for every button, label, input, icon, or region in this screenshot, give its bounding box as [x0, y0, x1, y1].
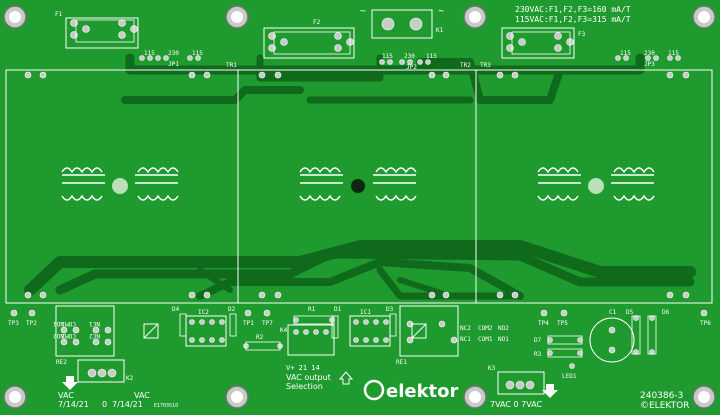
contact-nc1: NC1 [89, 320, 100, 327]
f2-outline [263, 27, 355, 59]
label-tp3: TP3 [8, 320, 19, 327]
contact-r-nc2: NC2 [460, 325, 471, 332]
label-tp6: TP6 [700, 320, 711, 327]
label-tp4: TP4 [538, 320, 549, 327]
label-jp2: JP2 [406, 64, 417, 71]
label-jp2-opt2: 230 [404, 53, 415, 60]
vac-center: 0 [102, 400, 107, 409]
label-jp2-opt1: 115 [382, 53, 393, 60]
up-arrow-icon [338, 371, 354, 385]
contact-r-com2: COM2 [478, 325, 493, 332]
contact-no2: NO2 [53, 332, 64, 339]
label-f1: F1 [55, 11, 63, 18]
label-k3: K3 [488, 365, 496, 372]
part-number: 240386-3 [640, 391, 683, 401]
elektor-logo-text: elektor [386, 381, 459, 402]
contact-com2: COM2 [61, 332, 76, 339]
k3-outline [497, 371, 545, 395]
f1-outline [65, 17, 139, 49]
output-title: VAC output [286, 373, 331, 382]
rating-230: 230VAC:F1,F2,F3=160 mA/T [515, 5, 631, 14]
solder-pads [10, 17, 708, 390]
serial-number: E1703510 [154, 403, 178, 409]
label-tp7: TP7 [262, 320, 273, 327]
label-tp1: TP1 [243, 320, 254, 327]
label-tr2: TR2 [460, 62, 471, 69]
copyright: ©ELEKTOR [640, 401, 689, 411]
label-d6: D6 [662, 309, 670, 316]
label-d3: D3 [386, 306, 394, 313]
label-c1: C1 [609, 309, 617, 316]
label-r3: R3 [534, 351, 542, 358]
elektor-logo-mark [363, 379, 385, 401]
label-led1: LED1 [562, 373, 577, 380]
contact-r-nc1: NC1 [460, 336, 471, 343]
label-r2: R2 [256, 334, 264, 341]
transformer-symbols [61, 167, 655, 201]
label-d7: D7 [534, 337, 542, 344]
label-jp1-opt1: 115 [144, 50, 155, 57]
label-tp5: TP5 [557, 320, 568, 327]
output-header-label: V+ 21 14 [286, 364, 320, 372]
label-jp1-opt2: 230 [168, 50, 179, 57]
contact-com1: COM1 [61, 320, 76, 327]
label-jp3-opt1: 115 [620, 50, 631, 57]
label-k4: K4 [280, 327, 288, 334]
f3-outline [501, 27, 575, 59]
label-jp3: JP3 [644, 61, 655, 68]
tilde-right: ~ [438, 6, 444, 17]
mounting-holes [3, 5, 716, 409]
label-jp1: JP1 [168, 61, 179, 68]
vac-right: VAC [134, 391, 150, 400]
c1-outline [589, 317, 635, 363]
label-d4: D4 [172, 306, 180, 313]
label-ic2: IC2 [198, 309, 209, 316]
rating-115: 115VAC:F1,F2,F3=315 mA/T [515, 15, 631, 24]
label-tp2: TP2 [26, 320, 37, 327]
label-r1: R1 [308, 306, 316, 313]
vac-left-values: 7/14/21 [58, 400, 89, 409]
relay-symbols [143, 323, 427, 339]
elektor-logo: elektor [363, 379, 459, 402]
contact-r-com1: COM1 [478, 336, 493, 343]
vac-right-values: 7/14/21 [112, 400, 143, 409]
silkscreen-outlines [5, 9, 713, 395]
label-f3: F3 [578, 31, 586, 38]
contact-no1: NO1 [53, 320, 64, 327]
label-k1: K1 [436, 27, 444, 34]
contact-r-no1: NO1 [498, 336, 509, 343]
label-f2: F2 [313, 19, 321, 26]
vac-bottom-right: 7VAC 0 7VAC [490, 400, 543, 409]
transformer-area-outline [5, 69, 713, 304]
contact-r-no2: NO2 [498, 325, 509, 332]
label-jp1-opt3: 115 [192, 50, 203, 57]
k1-outline [371, 9, 433, 39]
relay-outline-right [399, 305, 459, 357]
label-jp2-opt3: 115 [426, 53, 437, 60]
label-re2: RE2 [56, 359, 67, 366]
label-jp3-opt2: 230 [644, 50, 655, 57]
output-sub: Selection [286, 382, 323, 391]
k2-outline [77, 359, 125, 383]
tilde-left: ~ [360, 6, 366, 17]
contact-nc2: NC2 [89, 332, 100, 339]
down-arrow-icon-right [542, 384, 558, 398]
relay-outline-left [55, 305, 115, 357]
label-re1: RE1 [396, 359, 407, 366]
down-arrow-icon-left [62, 376, 78, 390]
label-d5: D5 [626, 309, 634, 316]
label-tr3: TR3 [480, 62, 491, 69]
label-jp3-opt3: 115 [668, 50, 679, 57]
label-d2: D2 [228, 306, 236, 313]
silkscreen-text: F1 F2 F3 TR1 TR2 TR3 JP1 JP2 JP3 115 230… [8, 5, 711, 411]
component-bodies [75, 19, 657, 358]
label-tr1: TR1 [226, 62, 237, 69]
output-selection-outline [287, 324, 335, 356]
vac-left: VAC [58, 391, 74, 400]
label-ic1: IC1 [360, 309, 371, 316]
label-d1: D1 [334, 306, 342, 313]
label-k2: K2 [126, 375, 134, 382]
copper-traces [24, 53, 696, 300]
